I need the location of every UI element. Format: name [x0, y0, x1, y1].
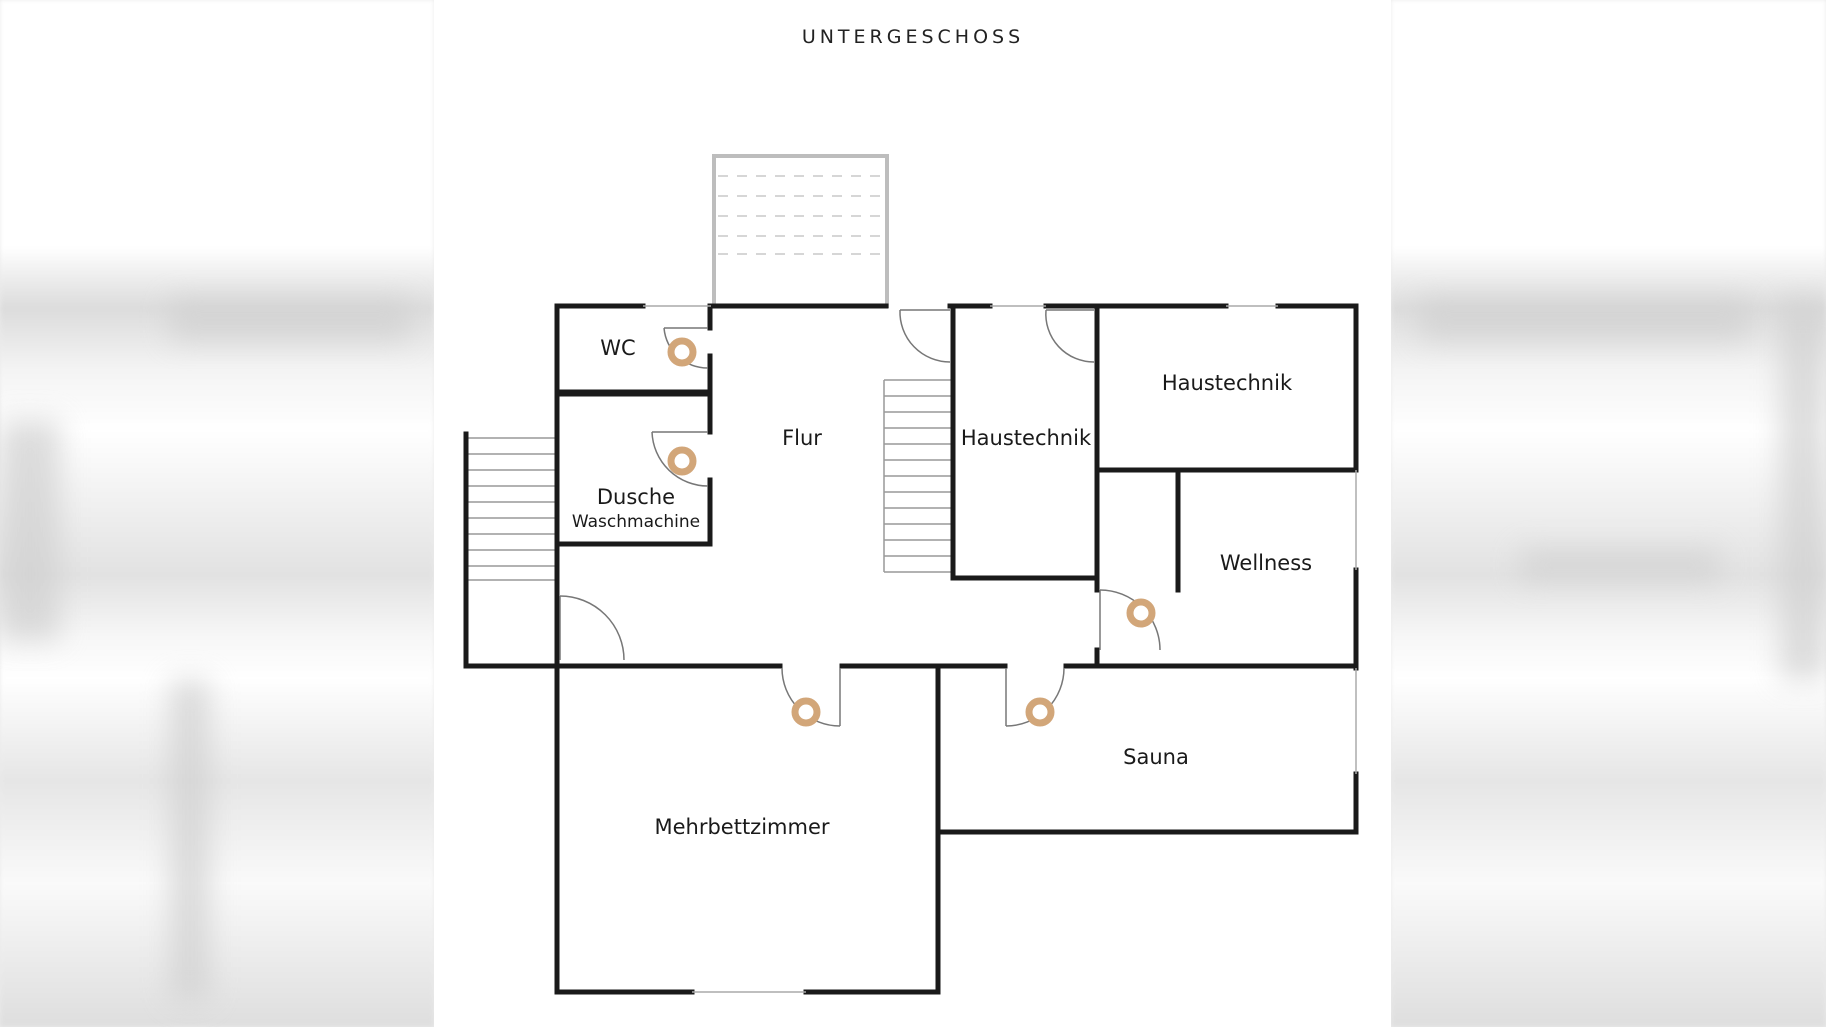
room-label-wellness: Wellness [1220, 551, 1312, 575]
location-marker-icon [1126, 598, 1156, 628]
room-label-haustechnik-middle: Haustechnik [961, 426, 1092, 450]
staircase-left [468, 437, 556, 581]
blurred-background-left [0, 0, 434, 1027]
location-marker-icon [791, 697, 821, 727]
staircase-middle [883, 379, 952, 573]
windows [643, 305, 1357, 993]
room-label-haustechnik-right: Haustechnik [1162, 371, 1293, 395]
balcony [712, 154, 889, 308]
blurred-shape [170, 680, 210, 1000]
floor-plan-panel [434, 0, 1391, 1027]
room-label-waschmaschine: Waschmachine [572, 512, 700, 532]
room-label-sauna: Sauna [1123, 745, 1189, 769]
blurred-background-right [1391, 0, 1826, 1027]
room-label-dusche: Dusche [597, 485, 675, 509]
page-title: UNTERGESCHOSS [801, 26, 1025, 48]
walls [463, 303, 1359, 995]
location-marker-icon [1025, 697, 1055, 727]
blurred-shape [1780, 300, 1826, 680]
room-label-flur: Flur [782, 426, 822, 450]
location-marker-icon [667, 446, 697, 476]
blurred-shape [1520, 550, 1720, 580]
doors [559, 309, 1161, 727]
room-label-wc: WC [600, 336, 635, 360]
blurred-shape [1420, 300, 1750, 340]
blurred-shape [170, 300, 410, 340]
blurred-shape [0, 420, 60, 640]
location-marker-icon [667, 337, 697, 367]
location-markers [667, 337, 1156, 727]
room-label-mehrbettzimmer: Mehrbettzimmer [654, 815, 829, 839]
